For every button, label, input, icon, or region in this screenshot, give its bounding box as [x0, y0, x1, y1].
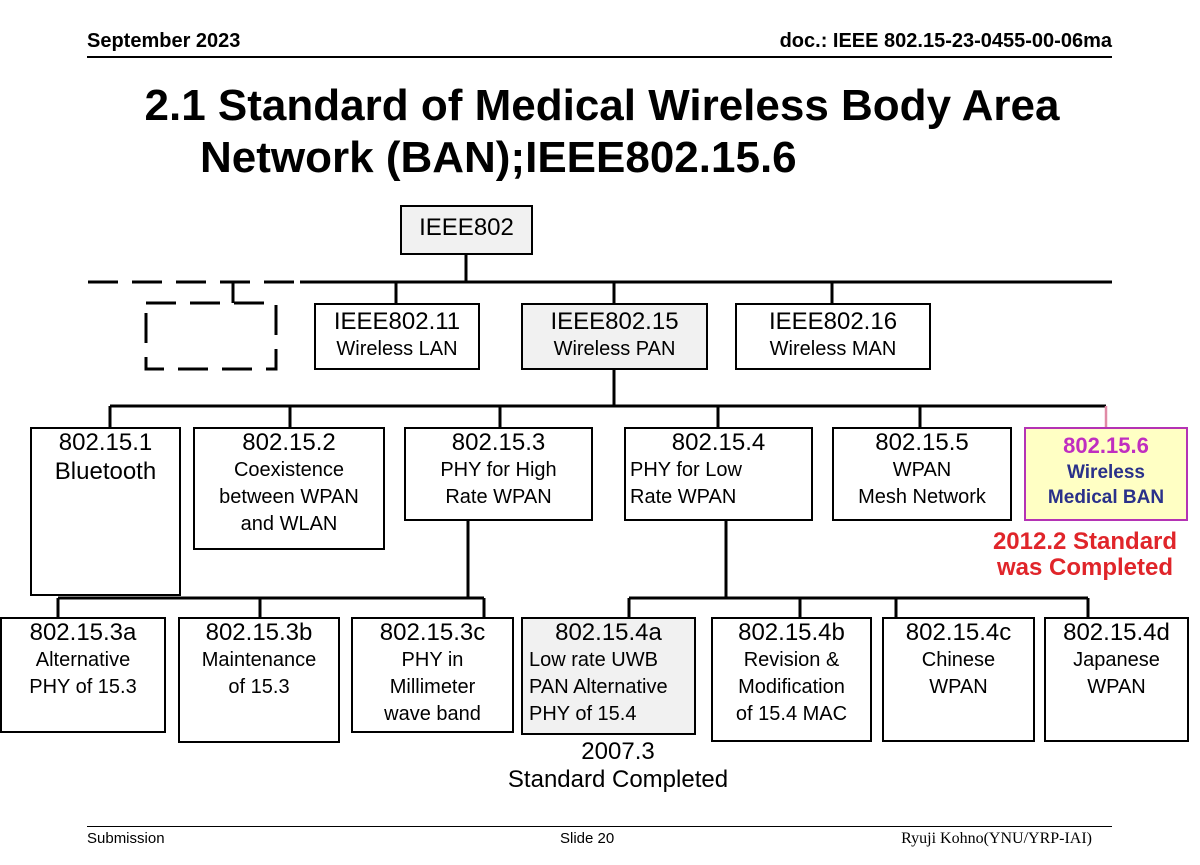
- header-rule: [87, 56, 1112, 58]
- node-802154c: 802.15.4c Chinese WPAN: [882, 617, 1035, 742]
- node-8021531a: 802.15.3a Alternative PHY of 15.3: [0, 617, 166, 733]
- slide-title-line-2: Network (BAN);IEEE802.15.6: [200, 133, 797, 182]
- node-802154b: 802.15.4b Revision & Modification of 15.…: [711, 617, 872, 742]
- node-ieee80215-code: IEEE802.15: [550, 308, 679, 335]
- node-802153b-desc: Maintenance of 15.3: [201, 649, 317, 698]
- footer-slide-number: Slide 20: [560, 830, 615, 847]
- node-802153-desc: PHY for High Rate WPAN: [440, 459, 557, 508]
- node-802153: 802.15.3 PHY for High Rate WPAN: [404, 427, 593, 521]
- node-ieee80211-code: IEEE802.11: [333, 308, 461, 335]
- node-802152: 802.15.2 Coexistence between WPAN and WL…: [193, 427, 385, 550]
- header-doc-id: doc.: IEEE 802.15-23-0455-00-06ma: [779, 30, 1112, 52]
- uwb-completion-note: 2007.3 Standard Completed: [507, 738, 729, 793]
- node-802151: 802.15.1 Bluetooth: [30, 427, 181, 596]
- node-802153b: 802.15.3b Maintenance of 15.3: [178, 617, 340, 743]
- node-802154b-code: 802.15.4b: [738, 619, 845, 646]
- node-802155: 802.15.5 WPAN Mesh Network: [832, 427, 1012, 521]
- header-date: September 2023: [87, 30, 241, 52]
- node-ieee80216-code: IEEE802.16: [768, 308, 898, 335]
- node-802153a-desc: Alternative PHY of 15.3: [29, 649, 137, 698]
- node-ieee802-code: IEEE802: [419, 214, 514, 241]
- node-802154c-code: 802.15.4c: [905, 619, 1012, 646]
- node-ieee80215-desc: Wireless PAN: [553, 338, 676, 360]
- node-802153b-code: 802.15.3b: [205, 619, 313, 646]
- node-802151-desc: Bluetooth: [54, 458, 157, 485]
- node-802154d-desc: Japanese WPAN: [1073, 649, 1160, 698]
- node-802154: 802.15.4 PHY for Low Rate WPAN: [624, 427, 813, 521]
- node-ieee80216: IEEE802.16 Wireless MAN: [735, 303, 931, 370]
- node-802151-code: 802.15.1: [58, 429, 153, 456]
- node-802153c: 802.15.3c PHY in Millimeter wave band: [351, 617, 514, 733]
- node-ieee802: IEEE802: [400, 205, 533, 255]
- ban-completion-note: 2012.2 Standard was Completed: [992, 528, 1178, 581]
- node-802152-code: 802.15.2: [242, 429, 336, 456]
- node-802154a-desc: Low rate UWB PAN Alternative PHY of 15.4: [529, 649, 668, 725]
- node-802154-desc: PHY for Low Rate WPAN: [630, 459, 742, 508]
- node-802153c-desc: PHY in Millimeter wave band: [384, 649, 481, 725]
- node-802153-code: 802.15.3: [451, 429, 546, 456]
- node-802154c-desc: Chinese WPAN: [921, 649, 996, 698]
- node-ieee80211: IEEE802.11 Wireless LAN: [314, 303, 480, 370]
- node-802155-code: 802.15.5: [875, 429, 969, 456]
- node-802154d-code: 802.15.4d: [1063, 619, 1170, 646]
- node-802154-code: 802.15.4: [671, 429, 766, 456]
- footer-submission: Submission: [87, 830, 165, 847]
- node-802154a: 802.15.4a Low rate UWB PAN Alternative P…: [521, 617, 696, 735]
- node-802156-highlighted: 802.15.6 Wireless Medical BAN: [1024, 427, 1188, 521]
- slide-title-line-1: 2.1 Standard of Medical Wireless Body Ar…: [144, 81, 1060, 130]
- node-802153c-code: 802.15.3c: [379, 619, 486, 646]
- node-802154b-desc: Revision & Modification of 15.4 MAC: [735, 649, 848, 725]
- node-ieee80215: IEEE802.15 Wireless PAN: [521, 303, 708, 370]
- footer-author: Ryuji Kohno(YNU/YRP-IAI): [901, 830, 1092, 847]
- node-802156-desc: Wireless Medical BAN: [1047, 462, 1165, 508]
- dashed-placeholder: [88, 280, 300, 371]
- node-802155-desc: WPAN Mesh Network: [858, 459, 986, 508]
- node-802153a-code: 802.15.3a: [29, 619, 137, 646]
- node-802154a-code: 802.15.4a: [555, 619, 662, 646]
- footer-rule: [87, 826, 1112, 827]
- node-802156-code: 802.15.6: [1063, 433, 1149, 458]
- node-ieee80211-desc: Wireless LAN: [336, 338, 458, 360]
- node-ieee80216-desc: Wireless MAN: [769, 338, 897, 360]
- node-802152-desc: Coexistence between WPAN and WLAN: [219, 459, 359, 535]
- node-802154d: 802.15.4d Japanese WPAN: [1044, 617, 1189, 742]
